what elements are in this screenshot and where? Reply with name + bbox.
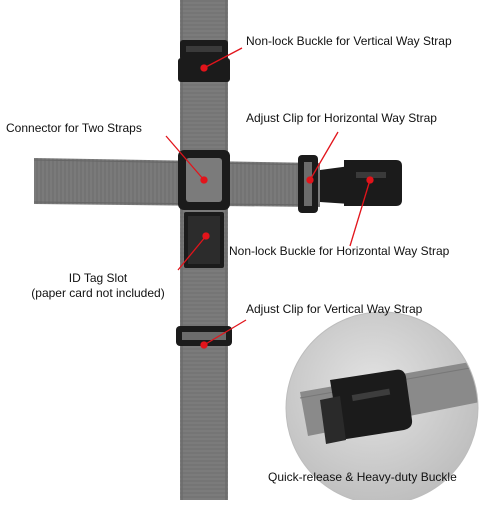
- label-vertical-buckle: Non-lock Buckle for Vertical Way Strap: [246, 34, 452, 48]
- vertical-buckle: [178, 40, 230, 82]
- label-id-tag-line1: ID Tag Slot: [68, 271, 128, 285]
- horizontal-buckle: [320, 160, 402, 206]
- label-horizontal-clip: Adjust Clip for Horizontal Way Strap: [246, 111, 437, 125]
- label-quick-release: Quick-release & Heavy-duty Buckle: [268, 470, 457, 484]
- label-id-tag-slot: ID Tag Slot (paper card not included): [10, 271, 186, 301]
- label-horizontal-buckle: Non-lock Buckle for Horizontal Way Strap: [229, 244, 450, 258]
- label-connector: Connector for Two Straps: [6, 121, 142, 135]
- label-id-tag-line2: (paper card not included): [31, 286, 165, 300]
- horizontal-strap: [34, 158, 320, 207]
- quick-release-inset: [285, 311, 479, 505]
- label-vertical-clip: Adjust Clip for Vertical Way Strap: [246, 302, 423, 316]
